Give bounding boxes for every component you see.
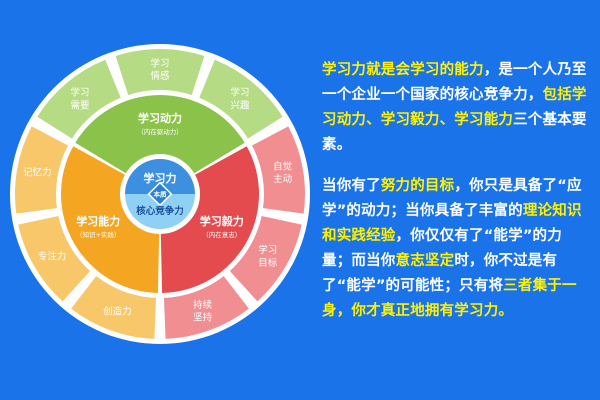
outer-segment-label: 学习目标 bbox=[258, 244, 278, 269]
inner-sector bbox=[60, 146, 160, 293]
highlighted-text: 学习力就是会学习的能力 bbox=[322, 62, 484, 78]
outer-segment-label: 记忆力 bbox=[23, 167, 52, 179]
outer-segment-label: 持续坚持 bbox=[193, 299, 213, 324]
inner-sector bbox=[160, 146, 259, 293]
body-text: ，你只是具备了“应学”的动力；当你具备了丰富的 bbox=[322, 178, 582, 219]
explanation-paragraph: 当你有了努力的目标，你只是具备了“应学”的动力；当你具备了丰富的理论知识和实践经… bbox=[322, 174, 590, 324]
outer-segment bbox=[18, 215, 91, 302]
inner-sector-subtitle: （知识+实践） bbox=[76, 230, 120, 239]
body-text: 时，你不过是有了“能学”的可能性；只有将 bbox=[322, 253, 558, 294]
body-text: 当你有了 bbox=[322, 178, 381, 194]
outer-segment-label: 学习情感 bbox=[150, 57, 170, 82]
core-title: 学习力 bbox=[144, 171, 177, 185]
outer-segment bbox=[71, 276, 157, 339]
highlighted-text: 努力的目标 bbox=[380, 178, 455, 194]
inner-sector-subtitle: （内在意志） bbox=[202, 230, 241, 239]
outer-segment bbox=[251, 126, 305, 214]
outer-segment bbox=[115, 49, 205, 95]
outer-segment-label: 创造力 bbox=[103, 305, 132, 317]
outer-segment-label: 学习兴趣 bbox=[231, 87, 251, 112]
body-text: 三个基本要素。 bbox=[322, 112, 587, 153]
inner-sector-title: 学习毅力 bbox=[200, 214, 244, 228]
highlighted-text: 意志坚定 bbox=[395, 253, 455, 269]
outer-segment bbox=[37, 59, 121, 139]
outer-segment bbox=[14, 126, 69, 214]
core-subtitle: 核心竞争力 bbox=[136, 205, 184, 217]
outer-segment bbox=[229, 215, 302, 302]
body-text: ，你仅仅有了“能学”的力量；而当你 bbox=[322, 228, 562, 269]
definition-paragraph: 学习力就是会学习的能力，是一个人乃至一个企业一个国家的核心竞争力，包括学习动力、… bbox=[322, 58, 590, 158]
highlighted-text: 三者集于一身，你才真正地拥有学习力。 bbox=[322, 278, 577, 319]
core-bottom bbox=[125, 194, 195, 229]
inner-sector-title: 学习动力 bbox=[138, 111, 182, 125]
highlighted-text: 理论知识和实践经验 bbox=[322, 203, 582, 244]
core-badge bbox=[147, 181, 173, 207]
outer-segment bbox=[163, 276, 249, 339]
inner-sector-title: 学习能力 bbox=[76, 214, 120, 228]
highlighted-text: 包括学习动力、学习毅力、学习能力 bbox=[322, 87, 587, 128]
outer-segment-label: 专注力 bbox=[38, 251, 67, 263]
core-top bbox=[125, 159, 195, 194]
outer-segment bbox=[199, 59, 283, 139]
inner-sector-subtitle: （内在驱动力） bbox=[137, 127, 183, 136]
body-text: ，是一个人乃至一个企业一个国家的核心竞争力， bbox=[322, 62, 587, 103]
core-badge-label: 本质 bbox=[154, 190, 168, 199]
outer-segment-label: 自觉主动 bbox=[273, 160, 292, 185]
inner-sector bbox=[75, 95, 245, 174]
outer-segment-label: 学习需要 bbox=[70, 87, 89, 112]
